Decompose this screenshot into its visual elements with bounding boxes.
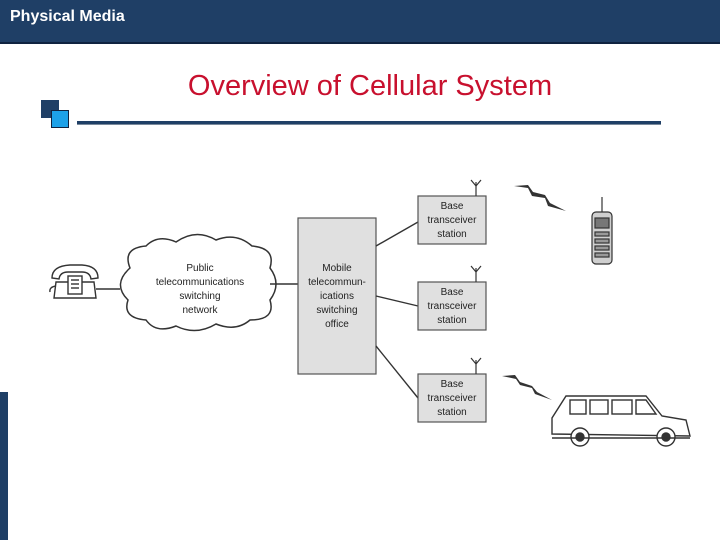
mtso-label-line: ications	[320, 291, 354, 302]
bts-label-line: station	[437, 407, 467, 418]
bts-label-line: Base	[440, 379, 464, 390]
cloud-label: Public telecommunications switching netw…	[140, 262, 260, 318]
bts-label-line: transceiver	[427, 301, 477, 312]
left-accent-bar	[0, 392, 8, 540]
mtso-label-line: Mobile	[322, 263, 352, 274]
mtso-label: Mobile telecommun- ications switching of…	[298, 262, 376, 332]
bts-label-line: Base	[440, 201, 464, 212]
header-bar: Physical Media	[0, 0, 720, 44]
antenna-icon	[470, 179, 482, 196]
radio-wave-icon	[514, 185, 566, 211]
telephone-icon	[49, 264, 99, 299]
cloud-label-line: network	[182, 305, 218, 316]
bullet-square-light	[51, 110, 69, 128]
bts-box-3	[417, 373, 487, 423]
cloud-label-line: switching	[179, 291, 221, 302]
title-rule	[77, 121, 661, 125]
bts-box-1	[417, 195, 487, 245]
radio-wave-icon	[502, 375, 552, 400]
mtso-label-line: office	[325, 319, 349, 330]
mtso-label-line: telecommun-	[308, 277, 366, 288]
header-title: Physical Media	[10, 8, 125, 25]
bts-label-line: transceiver	[427, 393, 477, 404]
cloud-label-line: telecommunications	[155, 277, 245, 288]
bts-box-2	[417, 281, 487, 331]
bts-label-1: Base transceiver station	[418, 200, 486, 242]
bts-label-line: station	[437, 315, 467, 326]
link-bts-1	[375, 221, 419, 247]
network-cloud-shape	[119, 233, 277, 332]
antenna-icon	[470, 357, 482, 374]
bts-label-line: transceiver	[427, 215, 477, 226]
bts-label-line: station	[437, 229, 467, 240]
mobile-phone-icon	[591, 197, 613, 265]
mtso-label-line: switching	[316, 305, 358, 316]
antenna-icon	[470, 265, 482, 282]
link-bts-2	[375, 295, 419, 307]
bts-label-3: Base transceiver station	[418, 378, 486, 420]
bts-label-2: Base transceiver station	[418, 286, 486, 328]
cloud-label-line: Public	[186, 263, 214, 274]
slide-title: Overview of Cellular System	[187, 70, 553, 102]
bts-label-line: Base	[440, 287, 464, 298]
link-bts-3	[375, 345, 419, 399]
car-icon	[551, 395, 691, 447]
